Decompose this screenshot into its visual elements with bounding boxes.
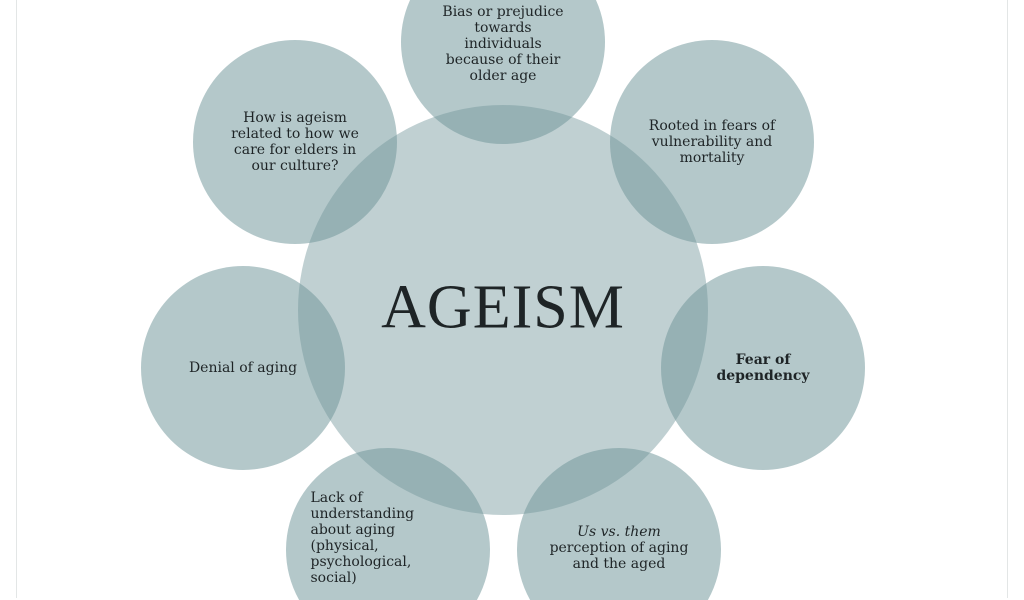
node-label-care-question: How is ageism related to how we care for…: [231, 110, 359, 174]
node-label-us-vs-them-text: perception of aging and the aged: [549, 540, 689, 572]
node-label-denial: Denial of aging: [188, 360, 298, 376]
node-label-us-vs-them: Us vs. them perception of aging and the …: [539, 524, 699, 572]
node-circle-top-right: [610, 40, 814, 244]
slide-frame: [16, 0, 1008, 598]
node-circle-top-left: [193, 40, 397, 244]
center-title: AGEISM: [381, 273, 625, 342]
node-circle-left: [141, 266, 345, 470]
node-circle-bottom-right: [517, 447, 722, 600]
node-circle-top: [401, 0, 605, 145]
node-label-lack-of-understanding: Lack of understanding about aging (physi…: [310, 490, 415, 586]
node-label-us-vs-them-italic: Us vs. them: [577, 524, 661, 540]
node-label-dependency: Fear of dependency: [716, 352, 810, 384]
node-circle-right: [661, 266, 865, 470]
node-label-fears: Rooted in fears of vulnerability and mor…: [648, 118, 776, 166]
center-circle: [298, 105, 708, 515]
node-circle-bottom-left: [286, 447, 490, 600]
node-label-bias: Bias or prejudice towards individuals be…: [442, 4, 564, 84]
